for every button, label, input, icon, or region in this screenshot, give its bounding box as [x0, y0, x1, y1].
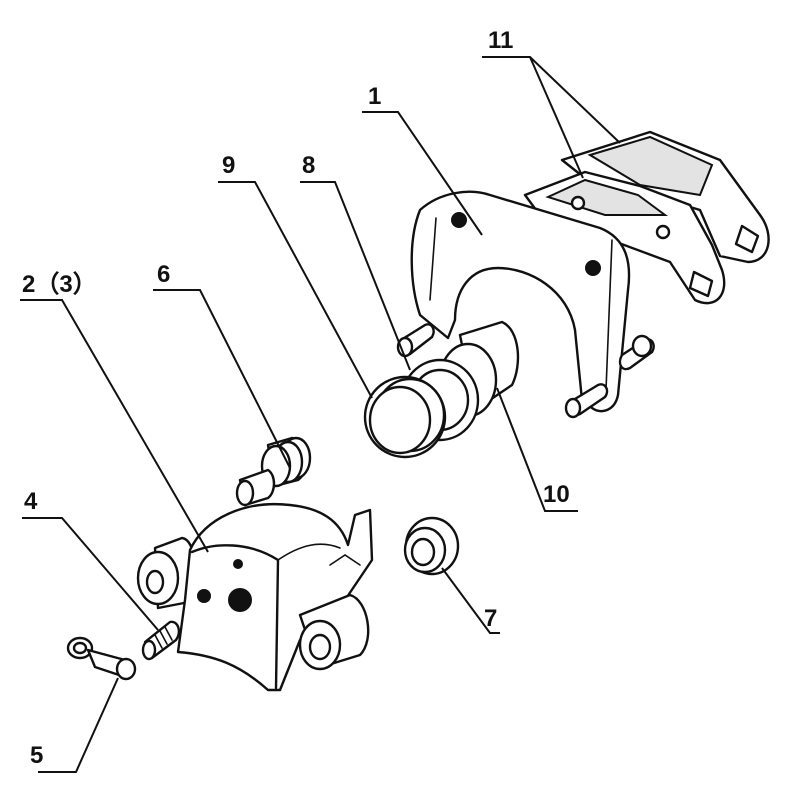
callout-4: 4	[24, 488, 38, 515]
callout-7: 7	[484, 605, 497, 632]
pin-boot	[403, 516, 460, 576]
caliper-body	[136, 503, 374, 692]
brake-pads	[523, 130, 770, 305]
dust-seal	[363, 375, 447, 459]
bleeder-screw	[141, 620, 181, 661]
callout-10: 10	[543, 481, 570, 508]
banjo-fitting	[66, 636, 137, 681]
callout-11: 11	[488, 27, 513, 54]
callout-1: 1	[368, 83, 381, 110]
caliper-bracket	[396, 190, 655, 419]
callout-2-3: 2（3）	[22, 271, 97, 298]
callout-5: 5	[30, 742, 43, 769]
callout-6: 6	[157, 261, 170, 288]
callout-8: 8	[302, 152, 315, 179]
slide-pin-boot	[235, 436, 312, 507]
callout-9: 9	[222, 152, 235, 179]
leader-lines	[20, 56, 621, 773]
